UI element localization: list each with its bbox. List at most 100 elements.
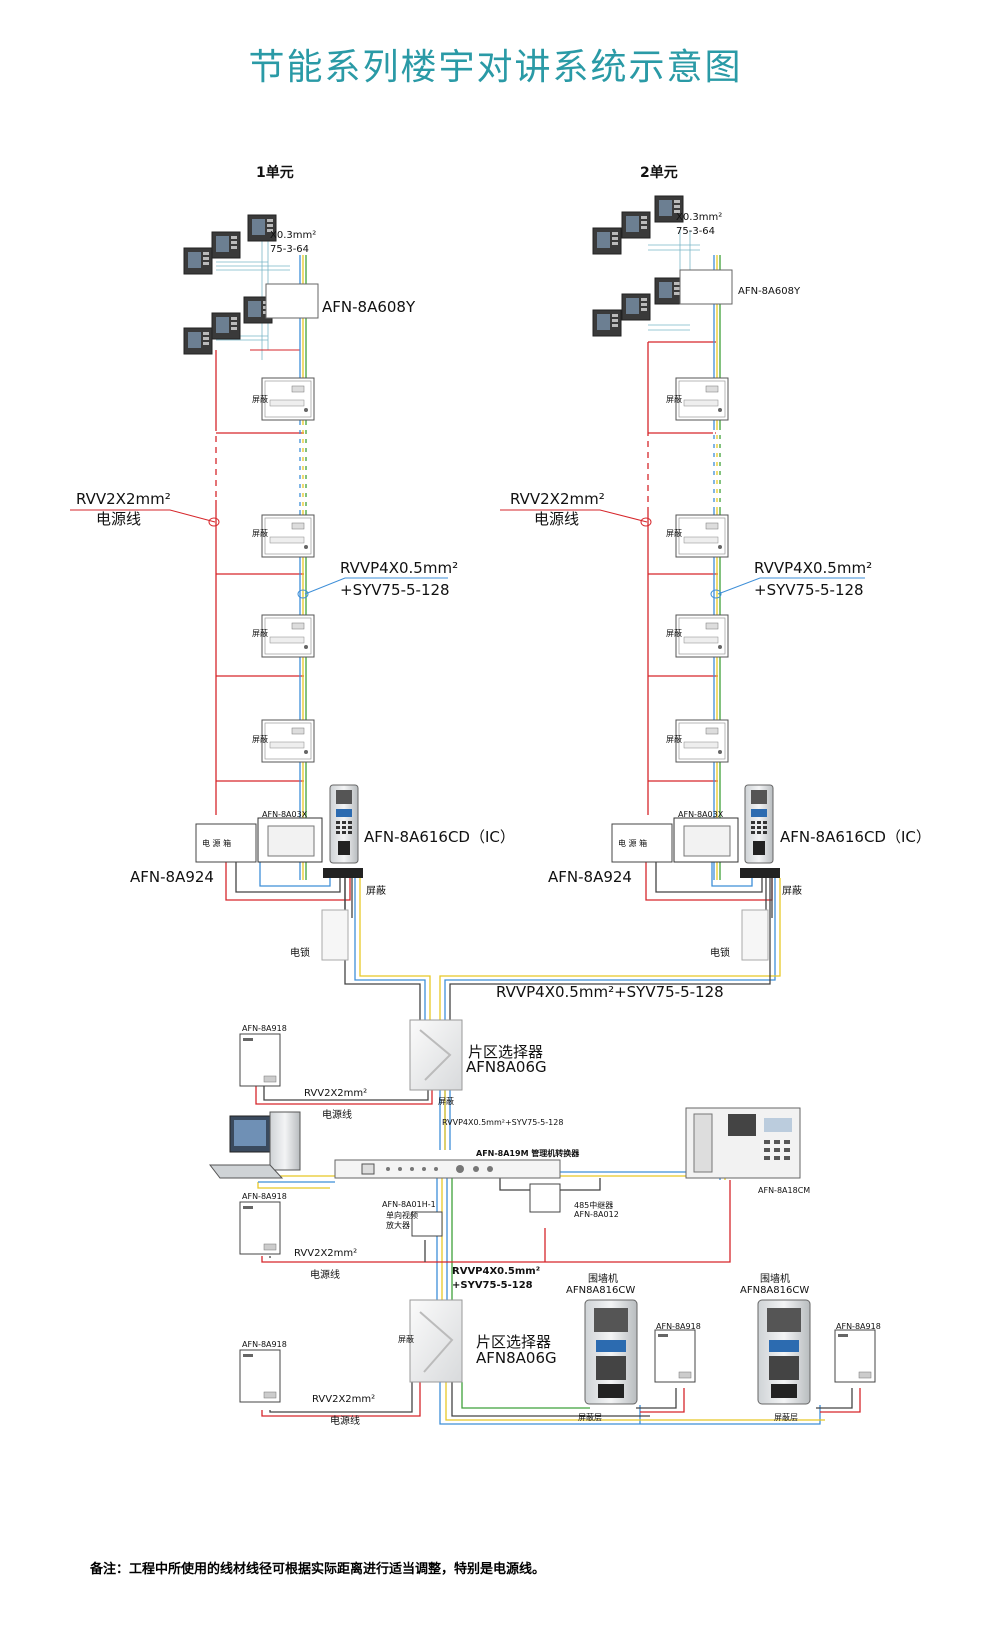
unit-2-distributor-label: AFN-8A608Y — [738, 286, 801, 297]
converter-unit — [334, 1159, 561, 1179]
unit-2-shield-label: 屏蔽 — [666, 735, 682, 744]
power-supply — [654, 1329, 696, 1383]
indoor-monitor — [654, 277, 684, 305]
unit-1-devices — [183, 214, 363, 961]
psu-3-cable-name: 电源线 — [330, 1416, 360, 1427]
wall-station — [584, 1299, 638, 1405]
unit-2-shield-label: 屏蔽 — [666, 529, 682, 538]
unit-2-shield-tag: 屏蔽 — [782, 886, 802, 897]
unit-2-lock-label: 电锁 — [710, 948, 730, 959]
psu-1-cable-name: 电源线 — [322, 1110, 352, 1121]
unit-1-distributor-label: AFN-8A608Y — [322, 298, 416, 316]
unit-1-wiring — [70, 232, 448, 1020]
unit-2-power-cable: RVV2X2mm² — [510, 490, 605, 508]
floor-decoder — [675, 377, 729, 421]
floor-decoder — [675, 614, 729, 658]
unit-1-power-cable-name: 电源线 — [96, 510, 142, 528]
psu-1-cable: RVV2X2mm² — [304, 1088, 368, 1099]
selector-2-name: 片区选择器 — [476, 1333, 552, 1351]
page-title: 节能系列楼宇对讲系统示意图 — [248, 47, 743, 88]
unit-1-door-station-label: AFN-8A616CD（IC） — [364, 828, 515, 846]
amplifier-name-1: 单向视频 — [386, 1211, 418, 1220]
door-station — [329, 784, 359, 864]
unit-2-devices — [592, 195, 780, 961]
wall-station-1-shield: 屏蔽层 — [578, 1413, 602, 1422]
computer — [208, 1111, 301, 1179]
indoor-monitor — [211, 312, 241, 340]
video-amplifier — [411, 1211, 443, 1237]
converter-label: AFN-8A19M 管理机转换器 — [476, 1149, 580, 1158]
unit-2-small-box-label: AFN-8A03X — [678, 810, 724, 819]
zone-selector — [409, 1019, 463, 1091]
unit-2-wire-spec-1: X0.3mm² — [676, 212, 723, 223]
unit-2-door-station-label: AFN-8A616CD（IC） — [780, 828, 931, 846]
door-station — [744, 784, 774, 864]
indoor-monitor — [621, 293, 651, 321]
floor-decoder — [261, 377, 315, 421]
floor-decoder — [675, 719, 729, 763]
trunk-cable-label: RVVP4X0.5mm²+SYV75-5-128 — [496, 983, 724, 1001]
unit-2-power-cable-name: 电源线 — [534, 510, 580, 528]
floor-decoder — [261, 514, 315, 558]
unit-1-heading: 1单元 — [256, 165, 294, 181]
unit-1-power-box-label: AFN-8A924 — [130, 868, 214, 886]
power-supply — [834, 1329, 876, 1383]
indoor-monitor — [183, 247, 213, 275]
unit-2-signal-cable-2: +SYV75-5-128 — [754, 581, 864, 599]
unit-2-wire-spec-2: 75-3-64 — [676, 226, 716, 237]
rs485-relay — [529, 1183, 561, 1213]
indoor-monitor — [621, 211, 651, 239]
wall-station-2-psu: AFN-8A918 — [836, 1322, 881, 1331]
zone-selector — [409, 1299, 463, 1383]
indoor-monitor — [592, 309, 622, 337]
wall-station — [757, 1299, 811, 1405]
unit-1-wire-spec-1: X0.3mm² — [270, 230, 317, 241]
lower-cable-2: +SYV75-5-128 — [452, 1280, 533, 1291]
unit-1-shield-tag: 屏蔽 — [366, 886, 386, 897]
amplifier-model: AFN-8A01H-1 — [382, 1200, 436, 1209]
floor-decoder — [675, 514, 729, 558]
selector-1-name: 片区选择器 — [468, 1043, 544, 1061]
power-supply — [239, 1033, 281, 1087]
floor-decoder — [261, 614, 315, 658]
wall-station-1-psu: AFN-8A918 — [656, 1322, 701, 1331]
power-box — [195, 823, 257, 863]
unit-1-shield-label: 屏蔽 — [252, 395, 268, 404]
psu-2-cable-name: 电源线 — [310, 1270, 340, 1281]
power-supply — [239, 1201, 281, 1255]
unit-2-signal-cable-1: RVVP4X0.5mm² — [754, 559, 873, 577]
unit-1-small-box-label: AFN-8A03X — [262, 810, 308, 819]
psu-2-cable: RVV2X2mm² — [294, 1248, 358, 1259]
unit-2-heading: 2单元 — [640, 165, 678, 181]
wall-station-2-model: AFN8A816CW — [740, 1285, 810, 1296]
distributor-box — [679, 269, 733, 305]
wall-station-2-name: 围墙机 — [760, 1274, 790, 1285]
selector-1-model: AFN8A06G — [466, 1058, 547, 1076]
wall-station-2-shield: 屏蔽层 — [774, 1413, 798, 1422]
unit-1-power-box-face: 电 源 箱 — [202, 839, 232, 848]
lower-cable-1: RVVP4X0.5mm² — [452, 1266, 541, 1277]
psu-1-label: AFN-8A918 — [242, 1024, 287, 1033]
indoor-monitor — [592, 227, 622, 255]
management-console — [685, 1107, 801, 1179]
relay-name: 485中继器 — [574, 1201, 614, 1210]
unit-2-shield-label: 屏蔽 — [666, 629, 682, 638]
amplifier-name-2: 放大器 — [386, 1221, 410, 1230]
psu-3-cable: RVV2X2mm² — [312, 1394, 376, 1405]
unit-1-wire-spec-2: 75-3-64 — [270, 244, 310, 255]
wall-station-1-model: AFN8A816CW — [566, 1285, 636, 1296]
unit-2-shield-label: 屏蔽 — [666, 395, 682, 404]
unit-2-power-box-label: AFN-8A924 — [548, 868, 632, 886]
relay-model: AFN-8A012 — [574, 1210, 619, 1219]
selector-2-model: AFN8A06G — [476, 1349, 557, 1367]
power-box — [611, 823, 673, 863]
unit-1-signal-cable-1: RVVP4X0.5mm² — [340, 559, 459, 577]
psu-2-label: AFN-8A918 — [242, 1192, 287, 1201]
electric-lock — [741, 909, 769, 961]
power-supply — [239, 1349, 281, 1403]
selector-2-shield: 屏蔽 — [398, 1335, 414, 1344]
selector-1-shield: 屏蔽 — [438, 1097, 454, 1106]
unit-1-shield-label: 屏蔽 — [252, 629, 268, 638]
unit-2-power-box-face: 电 源 箱 — [618, 839, 648, 848]
